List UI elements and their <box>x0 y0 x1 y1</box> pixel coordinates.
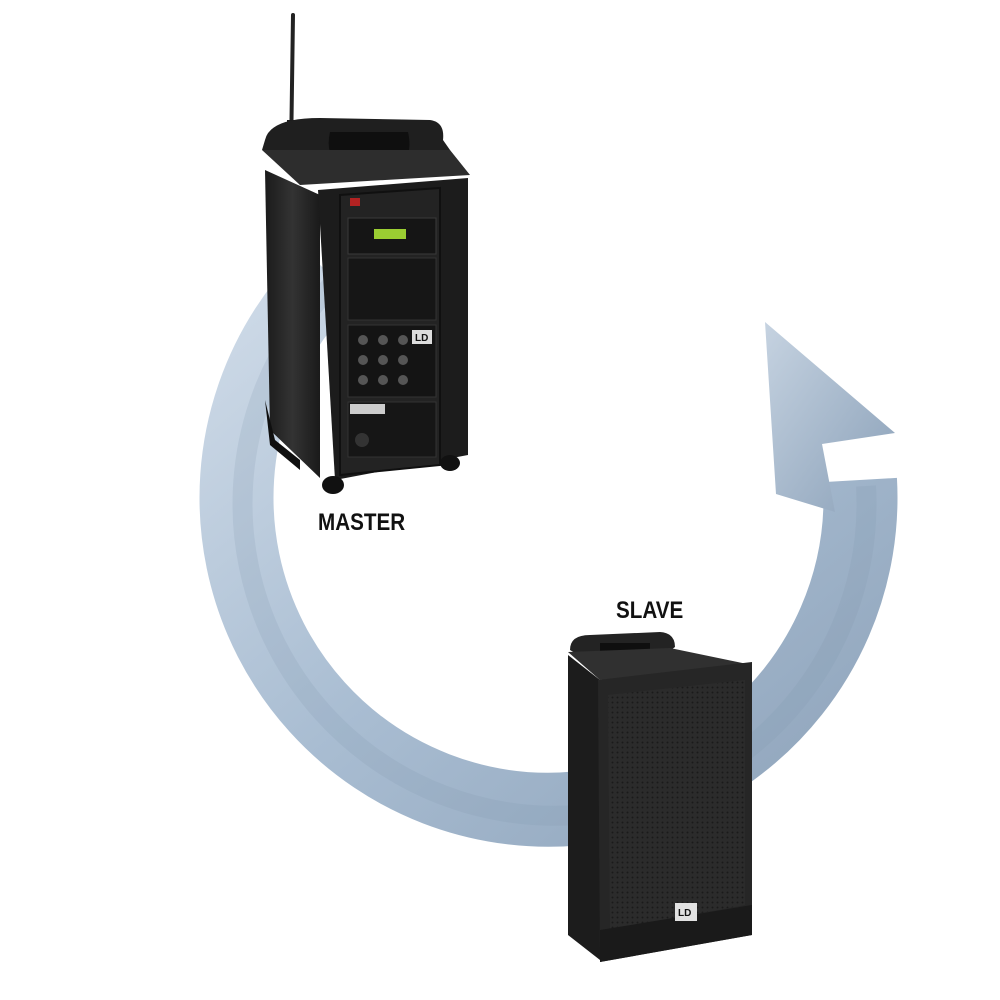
cycle-arrow-head <box>765 322 895 512</box>
lcd-screen <box>374 229 406 239</box>
cycle-arrow <box>199 248 898 847</box>
master-label: MASTER <box>318 509 406 536</box>
master-logo: LD <box>415 333 428 344</box>
cycle-arrow-band-shade <box>232 273 877 826</box>
slave-label: SLAVE <box>616 597 684 624</box>
speaker-grille <box>608 680 745 930</box>
slave-logo: LD <box>678 908 691 919</box>
slave-speaker-icon: LD <box>568 632 752 962</box>
master-speaker-icon: LD <box>262 13 470 494</box>
cycle-arrow-band <box>199 248 898 847</box>
